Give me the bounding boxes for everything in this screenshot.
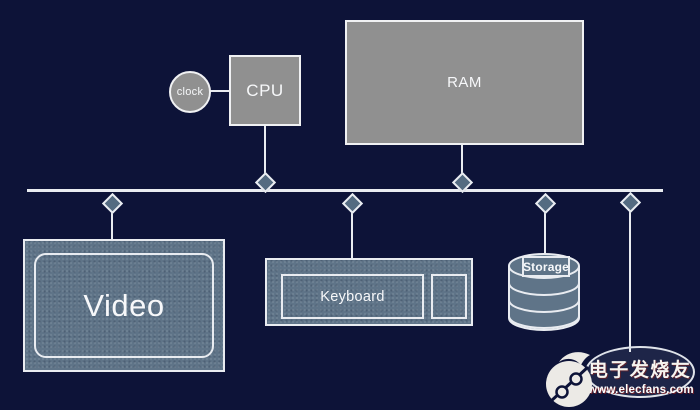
bottom-right-bus-connector-diamond (619, 191, 641, 213)
ram-bus-stem (461, 143, 463, 175)
watermark-brand-text: 电子发烧友 (588, 360, 692, 381)
keyboard-label: Keyboard (320, 288, 385, 305)
watermark-url-text: www.elecfans.com (588, 384, 694, 396)
storage-bus-connector-diamond (534, 192, 556, 214)
bus-video-stem (111, 211, 113, 240)
video-label: Video (83, 287, 165, 323)
clock-cpu-wire (209, 90, 231, 92)
bus-keyboard-stem (351, 211, 353, 259)
bus-storage-stem (544, 211, 546, 254)
video-bus-connector-diamond (101, 192, 123, 214)
video-inner-frame: Video (34, 253, 214, 358)
keyboard-side-key-frame (431, 274, 467, 319)
storage-node: Storage (522, 256, 570, 277)
ram-node: RAM (345, 20, 584, 145)
bus-bottom-right-stem (629, 211, 631, 352)
keyboard-bus-connector-diamond (341, 192, 363, 214)
clock-node: clock (169, 71, 211, 113)
droplet-circuit-icon (546, 352, 592, 407)
clock-label: clock (176, 86, 204, 98)
keyboard-node: Keyboard (265, 258, 473, 326)
ram-label: RAM (447, 74, 482, 91)
system-bus-line (27, 189, 663, 192)
cpu-label: CPU (246, 80, 284, 100)
cpu-node: CPU (229, 55, 301, 126)
video-node: Video (23, 239, 225, 372)
cpu-bus-stem (264, 124, 266, 174)
keyboard-inner-frame: Keyboard (281, 274, 424, 319)
storage-label: Storage (522, 259, 570, 274)
